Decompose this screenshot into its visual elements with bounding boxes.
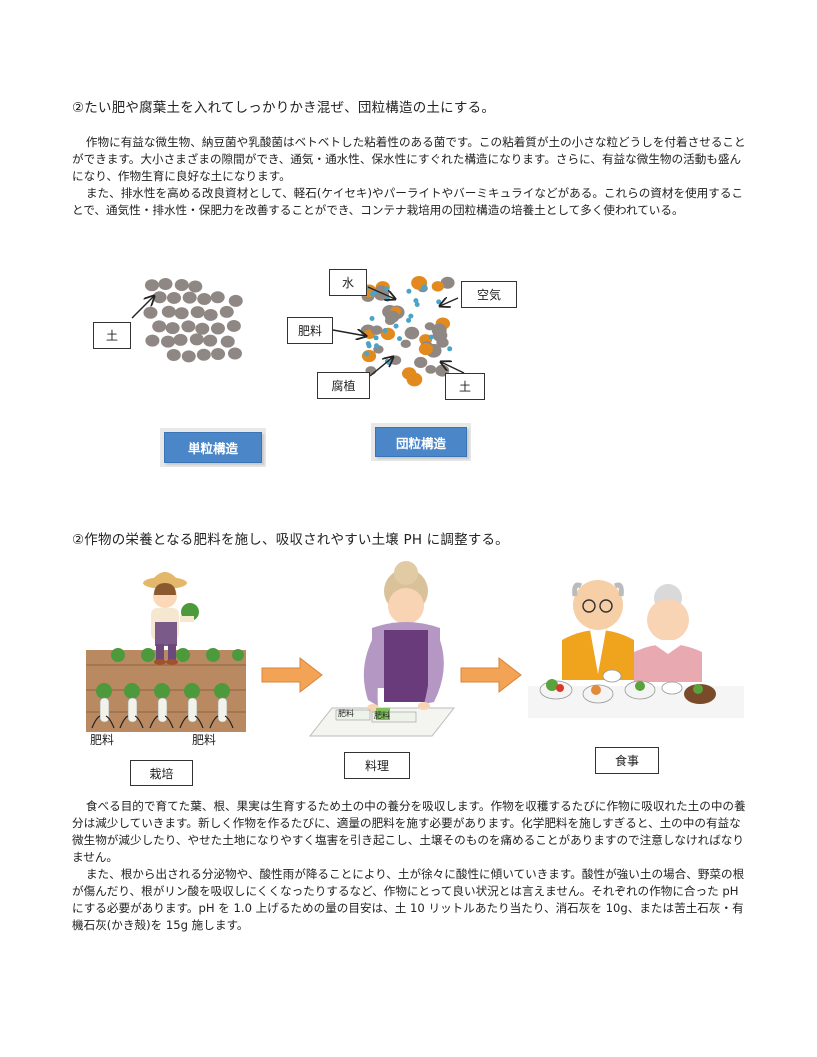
field-fertilizer-right: 肥料 (192, 733, 217, 747)
section1-paragraph-1: 作物に有益な微生物、納豆菌や乳酸菌はベトベトした粘着性のある菌です。この粘着質が… (72, 135, 746, 183)
section2-paragraph-1: 食べる目的で育てた葉、根、果実は生育するため土の中の養分を吸収します。作物を収穫… (72, 799, 746, 864)
board-fertilizer-right: 肥料 (374, 711, 390, 720)
label-meal: 食事 (595, 747, 659, 774)
section2-paragraph-2: また、根から出される分泌物や、酸性雨が降ることにより、土が徐々に酸性に傾いていき… (72, 867, 745, 932)
section1-paragraph-2: また、排水性を高める改良資材として、軽石(ケイセキ)やパーライトやバーミキュライ… (72, 186, 744, 217)
section1-body: 作物に有益な微生物、納豆菌や乳酸菌はベトベトした粘着性のある菌です。この粘着質が… (72, 134, 748, 219)
field-fertilizer-left: 肥料 (90, 733, 115, 747)
label-fertilizer: 肥料 (287, 317, 333, 344)
section2-body: 食べる目的で育てた葉、根、果実は生育するため土の中の養分を吸収します。作物を収穫… (72, 798, 748, 934)
label-cooking: 料理 (344, 752, 410, 779)
label-water: 水 (329, 269, 367, 296)
label-air: 空気 (461, 281, 517, 308)
aggregate-badge: 団粒構造 (375, 427, 467, 457)
label-soil-single: 土 (93, 322, 131, 349)
single-grain-badge: 単粒構造 (164, 432, 262, 463)
label-humus: 腐植 (317, 372, 370, 399)
board-fertilizer-left: 肥料 (338, 709, 354, 718)
label-soil-aggregate: 土 (445, 373, 485, 400)
section1-heading: ②たい肥や腐葉土を入れてしっかりかき混ぜ、団粒構造の土にする。 (72, 100, 496, 116)
label-cultivation: 栽培 (130, 760, 193, 786)
section2-heading: ②作物の栄養となる肥料を施し、吸収されやすい土壌 PH に調整する。 (72, 532, 509, 548)
